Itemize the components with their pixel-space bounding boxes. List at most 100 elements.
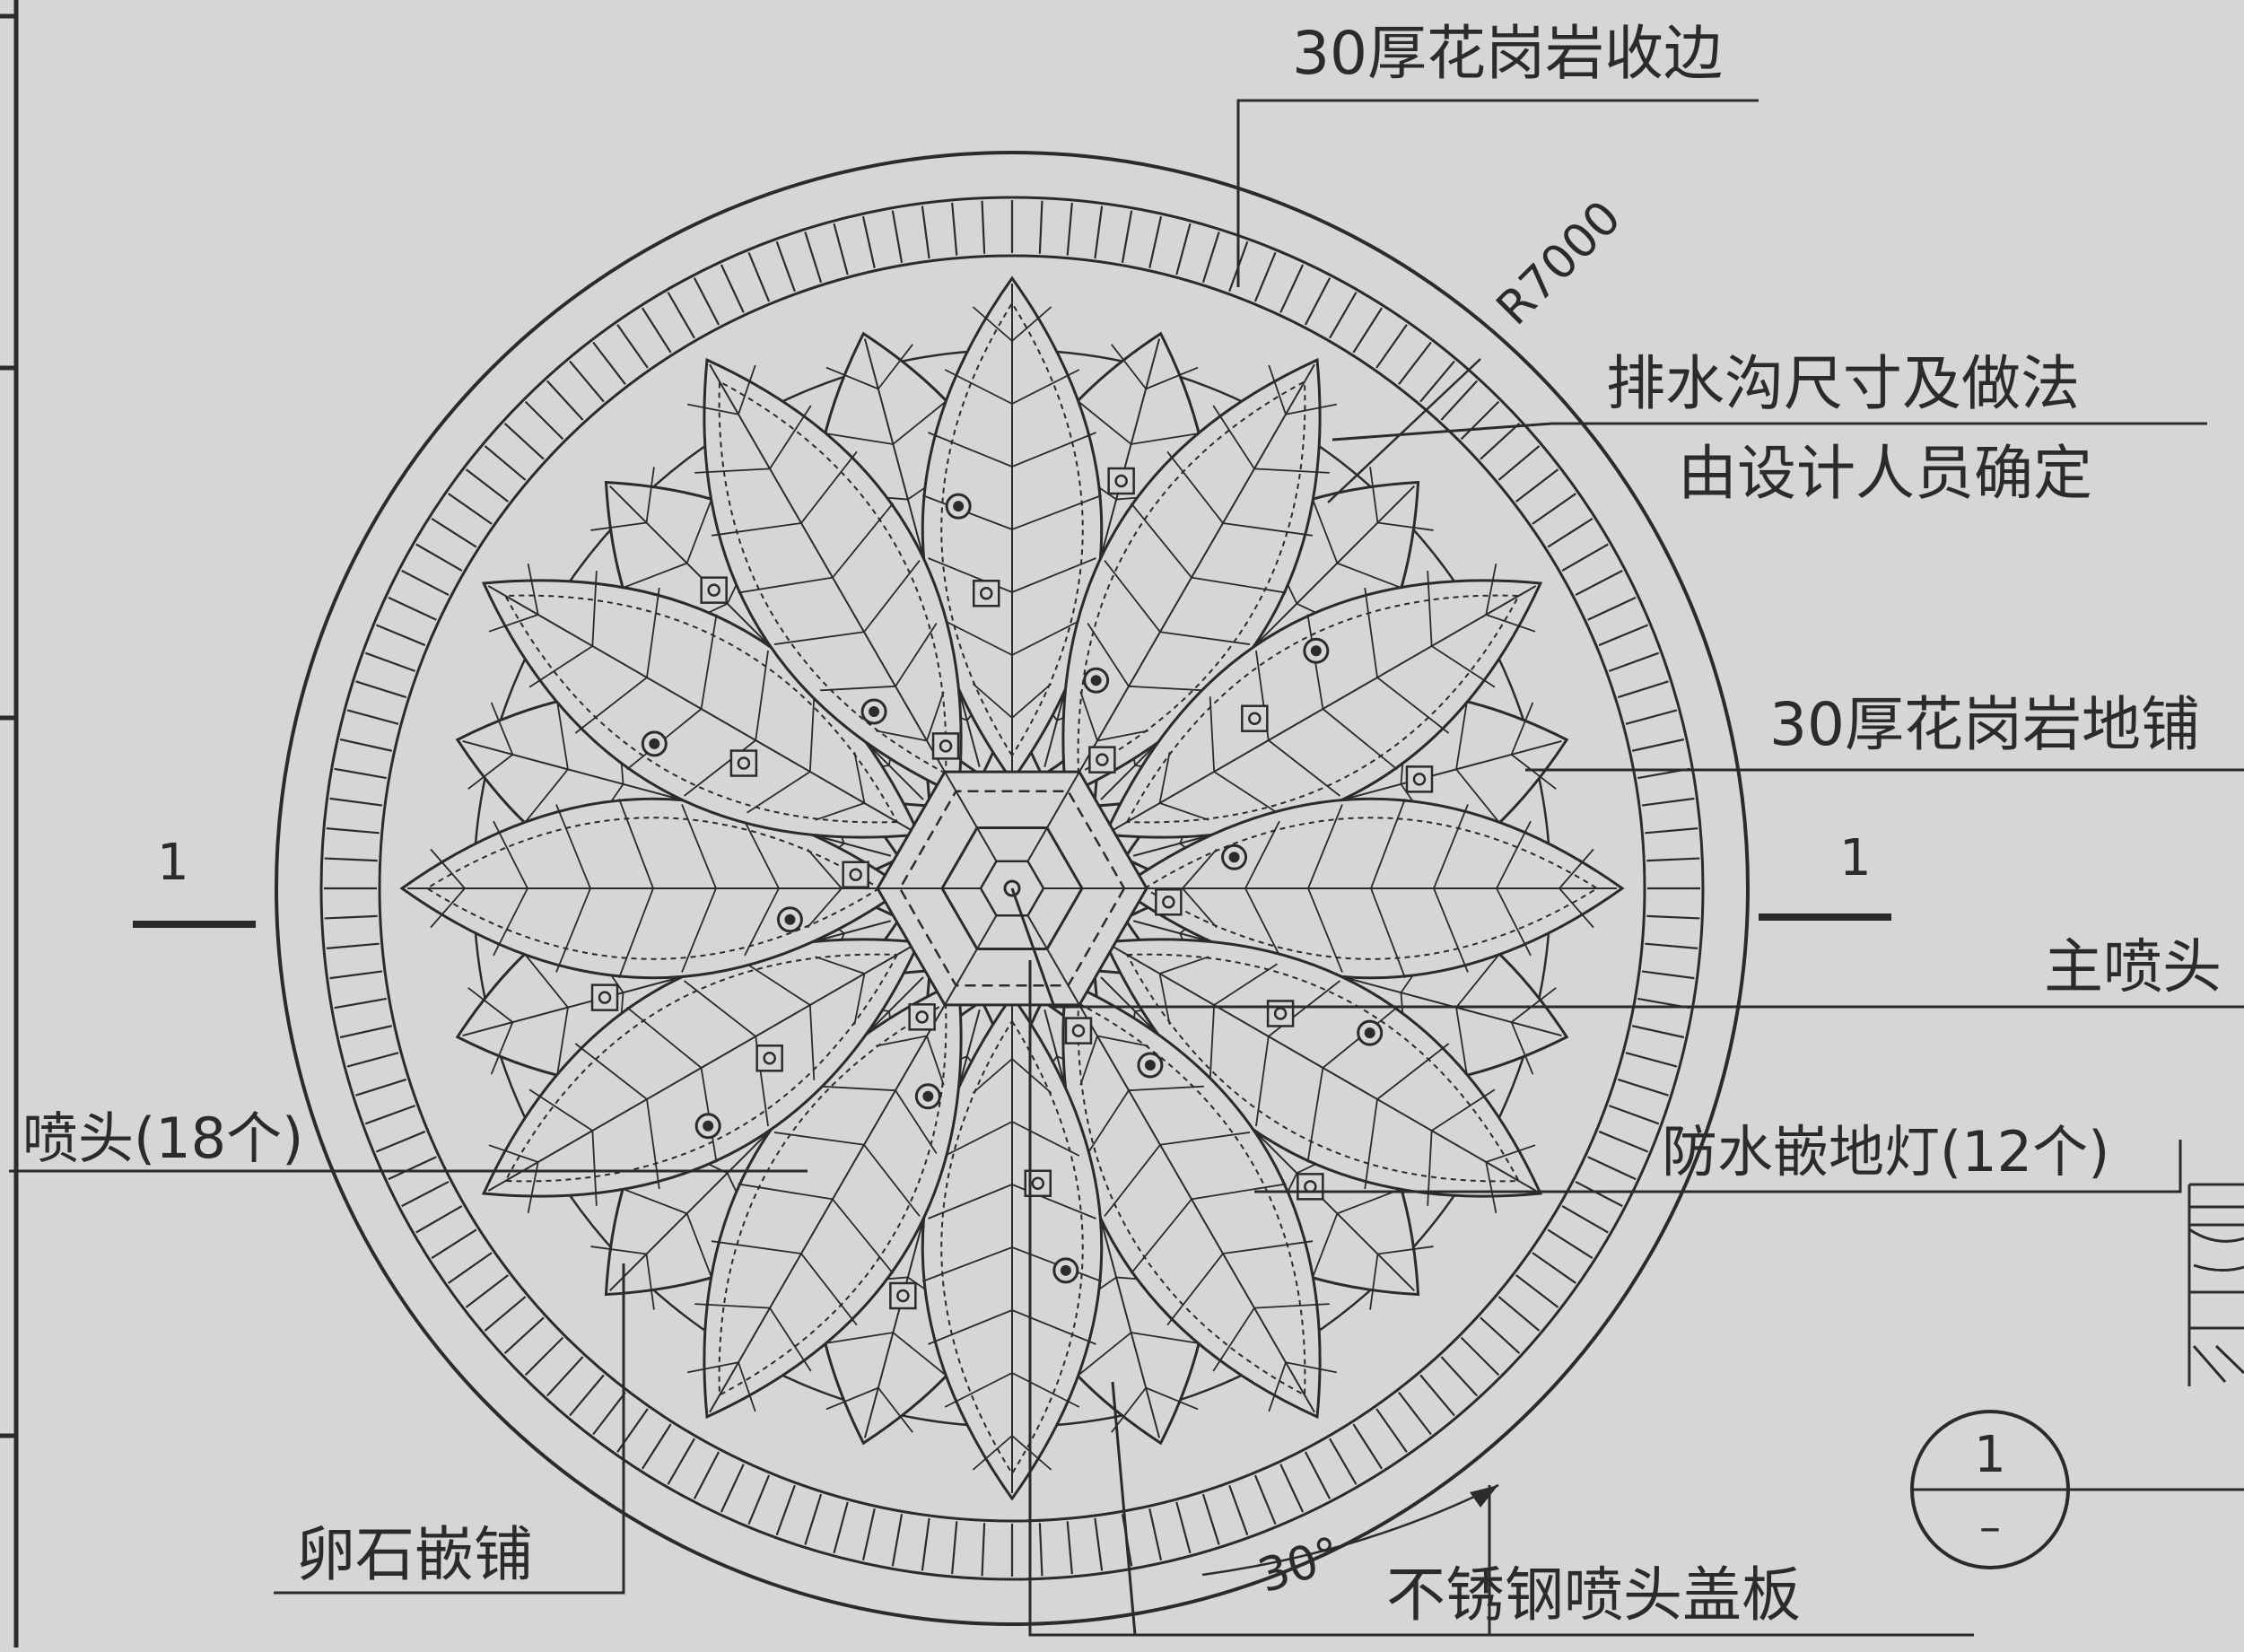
edge-brick — [891, 210, 904, 263]
label-lights: 防水嵌地灯(12个) — [1662, 1119, 2109, 1184]
radius-dimension: R7000 — [1327, 191, 1631, 503]
edge-brick — [1440, 380, 1478, 421]
section-mark-left: 1 — [133, 834, 256, 928]
edge-brick — [569, 360, 605, 403]
label-cover-plate: 不锈钢喷头盖板 — [1386, 1560, 1801, 1630]
floor-light — [1303, 637, 1330, 664]
edge-brick — [1304, 1451, 1332, 1499]
edge-brick — [339, 1025, 393, 1039]
edge-brick — [1598, 624, 1649, 647]
edge-brick — [524, 400, 564, 441]
edge-brick — [326, 942, 380, 949]
edge-brick — [1253, 1474, 1277, 1525]
nozzle — [908, 1003, 936, 1031]
edge-brick — [1608, 651, 1660, 672]
edge-brick — [546, 380, 584, 421]
edge-brick — [951, 202, 958, 256]
edge-brick — [981, 200, 986, 254]
edge-brick — [1631, 1025, 1685, 1039]
edge-brick — [1575, 1180, 1623, 1208]
edge-brick — [401, 1180, 450, 1208]
edge-brick — [775, 1484, 796, 1536]
edge-brick — [1398, 1392, 1432, 1436]
edge-brick — [1631, 738, 1685, 752]
edge-brick — [1646, 914, 1700, 920]
nozzles — [590, 467, 1434, 1310]
edge-brick — [921, 205, 930, 259]
edge-brick — [1561, 1205, 1609, 1234]
edge-brick — [524, 1336, 564, 1377]
edge-brick — [1645, 942, 1698, 949]
edge-brick — [1480, 423, 1521, 460]
nozzle — [1107, 467, 1135, 495]
edge-brick — [503, 1316, 545, 1354]
floor-light — [694, 1113, 721, 1140]
petal — [481, 564, 921, 839]
edge-brick — [1329, 292, 1358, 339]
edge-brick — [616, 1408, 649, 1453]
edge-brick — [1460, 400, 1500, 441]
section-mark-right: 1 — [1759, 829, 1891, 921]
edge-brick — [355, 680, 407, 699]
leader-lines — [9, 99, 2244, 1637]
edge-brick — [334, 997, 387, 1010]
edge-brick — [1148, 215, 1163, 269]
floor-light — [1052, 1257, 1079, 1284]
edge-brick — [1598, 1130, 1649, 1153]
edge-brick — [1201, 1493, 1220, 1545]
edge-brick — [804, 232, 823, 284]
edge-brick — [693, 1451, 720, 1499]
nozzle — [1241, 704, 1269, 732]
floor-light — [860, 698, 887, 725]
section-number-left: 1 — [157, 834, 189, 892]
edge-brick — [1587, 1156, 1637, 1181]
detail-number: 1 — [1974, 1426, 2006, 1484]
edge-brick — [667, 292, 695, 339]
edge-brick — [1641, 970, 1695, 980]
edge-brick — [1625, 709, 1678, 725]
edge-brick — [465, 1274, 509, 1308]
edge-brick — [329, 970, 383, 980]
edge-brick — [1617, 680, 1669, 699]
nozzle — [729, 749, 758, 777]
edge-brick — [1375, 324, 1408, 369]
edge-brick — [1279, 264, 1305, 313]
edge-brick — [1587, 596, 1637, 621]
edge-brick — [484, 1296, 527, 1332]
section-number-right: 1 — [1839, 829, 1872, 887]
edge-brick — [981, 1523, 986, 1577]
edge-brick — [1329, 1438, 1358, 1485]
edge-brick — [833, 223, 849, 275]
edge-brick — [804, 1493, 823, 1545]
floor-lights — [641, 493, 1384, 1284]
edge-brick — [324, 914, 378, 920]
edge-brick — [364, 651, 416, 672]
edge-brick — [431, 517, 477, 548]
edge-brick — [775, 240, 796, 293]
nozzle — [1064, 1017, 1093, 1045]
detail-sheet: – — [1979, 1502, 2001, 1552]
edge-brick — [1645, 827, 1698, 835]
petal — [921, 993, 1104, 1501]
edge-brick — [388, 596, 437, 621]
nozzle — [931, 732, 960, 760]
edge-brick — [431, 1228, 477, 1260]
floor-light — [776, 906, 803, 933]
floor-light — [914, 1083, 941, 1110]
label-paving: 30厚花岗岩地铺 — [1769, 690, 2200, 759]
nozzle — [1155, 888, 1183, 916]
edge-brick — [747, 251, 771, 302]
edge-brick — [667, 1438, 695, 1485]
edge-brick — [1497, 445, 1541, 481]
edge-brick — [346, 1052, 399, 1068]
edge-brick — [1066, 1521, 1073, 1575]
edge-brick — [1175, 1501, 1192, 1554]
label-drain-line1: 排水沟尺寸及做法 — [1606, 349, 2080, 418]
edge-brick — [1375, 1408, 1408, 1453]
edge-brick — [1094, 205, 1104, 259]
edge-brick — [693, 277, 720, 326]
floor-light — [641, 730, 668, 757]
nozzle — [700, 576, 728, 604]
edge-brick — [388, 1156, 437, 1181]
edge-brick — [951, 1521, 958, 1575]
